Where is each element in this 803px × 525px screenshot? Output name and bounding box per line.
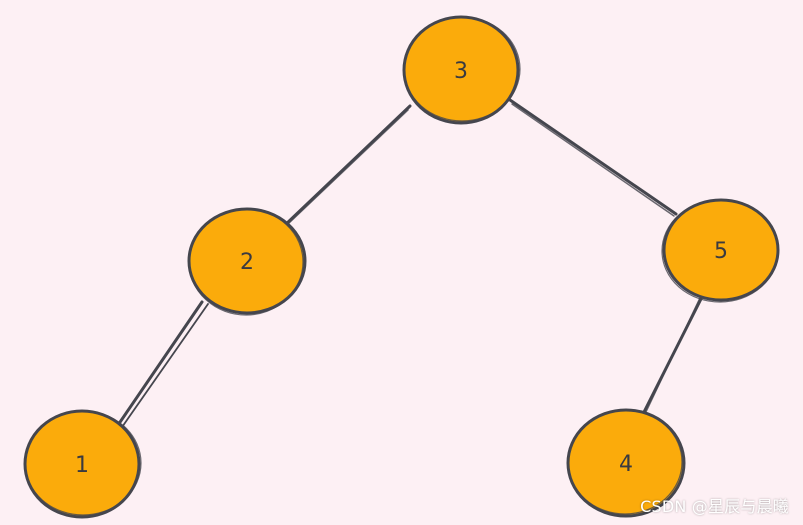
edges [114,98,706,431]
node-5-label: 5 [714,239,728,264]
node-2: 2 [187,207,307,316]
edge-2-1-sketch [119,303,209,431]
node-5: 5 [661,198,780,303]
node-3-sketch [403,16,521,122]
node-4-sketch [567,409,683,515]
watermark-text: CSDN @星辰与晨曦 [640,497,789,516]
node-1-sketch [24,410,142,516]
node-4-label: 4 [619,452,633,477]
edge-3-5 [508,98,678,216]
node-1-label: 1 [75,453,89,478]
node-3: 3 [402,15,521,125]
edge-5-4-sketch [643,297,701,417]
edge-3-2 [282,104,412,228]
edge-3-5-sketch [511,103,675,217]
node-2-label: 2 [240,250,254,275]
node-5-sketch [661,199,779,303]
node-3-label: 3 [454,59,468,84]
edge-3-2-sketch [287,109,409,225]
node-1: 1 [23,409,142,519]
node-4: 4 [566,408,686,518]
node-2-sketch [188,208,304,316]
edge-2-1 [114,300,204,430]
